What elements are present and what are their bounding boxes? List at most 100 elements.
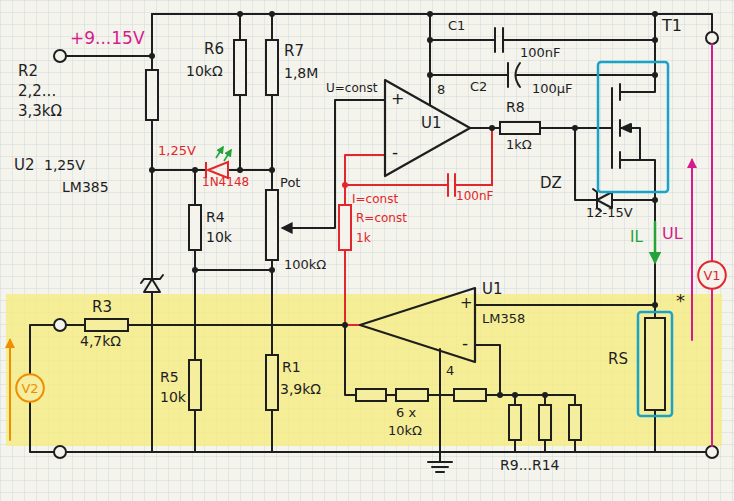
meter-circle (698, 261, 726, 289)
resistor-symbol (569, 405, 581, 440)
measure-wire (691, 160, 693, 340)
resistor-symbol (266, 40, 278, 95)
highlight-frame (598, 62, 672, 416)
wire (475, 345, 500, 395)
component-label: R8 (506, 100, 525, 114)
component-label: C2 (470, 80, 487, 93)
junction-dot (269, 11, 275, 17)
wire (195, 269, 272, 271)
component-label: R7 (284, 44, 304, 59)
led-symbol (216, 147, 223, 158)
junction-dot (497, 392, 503, 398)
node-text: U1 (482, 282, 503, 297)
component-label: 2,2... (18, 84, 56, 99)
junction-dot (652, 72, 658, 78)
voltmeter-circle: V2 (15, 373, 45, 403)
component-label: 6 x (396, 406, 416, 419)
component-label: T1 (662, 18, 682, 34)
ground-symbol (428, 452, 452, 472)
junction-dot (542, 392, 548, 398)
terminal (706, 446, 718, 458)
resistor-symbol (645, 318, 665, 410)
junction-dot (489, 125, 495, 131)
resistor-symbol (189, 205, 201, 250)
component-label: 10kΩ (388, 424, 422, 437)
led-symbol (224, 150, 231, 161)
led-symbol (206, 147, 231, 178)
potentiometer-symbol (266, 190, 300, 260)
junction-dot (427, 11, 433, 17)
measure-wire (654, 222, 657, 262)
wire (430, 39, 655, 41)
component-label: 4 (446, 364, 454, 377)
junction-dot (342, 322, 348, 328)
zener-symbol (141, 275, 163, 283)
op-amp: +-U1 (385, 78, 475, 178)
wire (66, 451, 706, 453)
node-text: LM358 (482, 312, 525, 325)
component-label: +9...15V (70, 30, 145, 47)
resistor-symbol (146, 70, 158, 120)
node-text: U1 (421, 116, 442, 131)
op-amp-triangle (360, 288, 475, 362)
terminal (54, 319, 66, 331)
component-label: 3,3kΩ (18, 104, 62, 119)
resistor-symbol (509, 405, 521, 440)
measure-wire (711, 44, 713, 446)
red-capacitor (345, 128, 492, 196)
terminal (54, 446, 66, 458)
meter-circle (16, 374, 44, 402)
junction-dot (269, 167, 275, 173)
component-label: 10k (160, 390, 186, 404)
junction-dot (512, 392, 518, 398)
junction-dot (149, 167, 155, 173)
node-text: - (392, 144, 398, 161)
wire (345, 325, 575, 452)
component-label: IL (630, 230, 643, 245)
component-label: R5 (160, 370, 179, 384)
resistor-symbol (85, 319, 128, 331)
junction-dot (192, 167, 198, 173)
terminal (54, 50, 66, 62)
component-label: R9...R14 (500, 458, 560, 472)
junction-dot (149, 53, 155, 59)
resistor-symbol (539, 405, 551, 440)
junction-dot (652, 37, 658, 43)
wire (475, 304, 655, 306)
capacitor-symbol (495, 28, 520, 87)
wire (575, 128, 655, 200)
junction-dot (237, 167, 243, 173)
junction-dot (149, 11, 658, 398)
component-label: 1k (356, 232, 371, 244)
component-label: DZ (540, 176, 562, 191)
mosfet-symbol (612, 84, 631, 168)
component-label: 4,7kΩ (80, 334, 121, 348)
junction-dot (192, 267, 198, 273)
component-label: 12-15V (586, 206, 633, 219)
potentiometer-symbol (283, 227, 300, 229)
potentiometer-symbol (266, 190, 278, 260)
component-label: * (676, 292, 685, 310)
terminal (706, 32, 718, 44)
component-label: R3 (92, 300, 112, 315)
node-text: + (460, 296, 473, 311)
capacitor-symbol (507, 63, 509, 87)
junction-dot (427, 37, 433, 43)
node-text: V1 (703, 269, 720, 282)
mosfet-symbol (622, 124, 631, 132)
resistor-symbol (234, 40, 246, 95)
op-amp: + - U1LM358 (360, 280, 540, 366)
resistor-symbol (396, 389, 428, 401)
voltmeter-circle: V1 (697, 260, 727, 290)
wire (152, 14, 712, 32)
component-label: 100µF (532, 82, 573, 95)
component-label: U=const (326, 82, 377, 94)
junction-dot (342, 182, 348, 188)
junction-dot (652, 197, 658, 203)
component-label: 100nF (520, 46, 561, 59)
node-text: - (462, 335, 468, 352)
component-label: 3,9kΩ (280, 382, 321, 396)
